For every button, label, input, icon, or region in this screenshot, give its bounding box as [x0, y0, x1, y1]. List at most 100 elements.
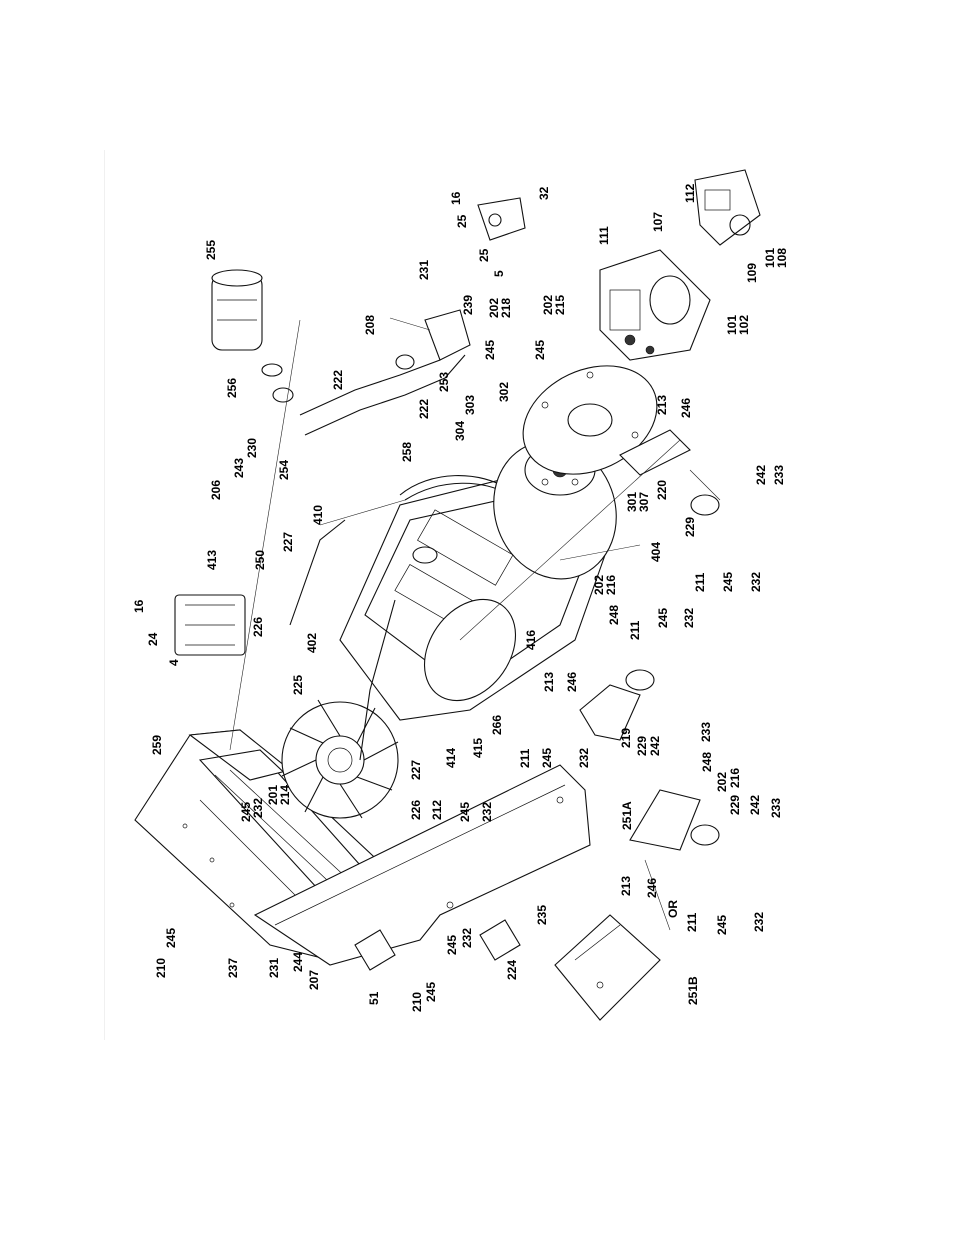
callout-233: 233 [772, 465, 786, 485]
callout-410: 410 [311, 505, 325, 525]
air-cleaner-part [211, 269, 283, 377]
callout-201: 201 [266, 785, 280, 805]
callout-25: 25 [455, 214, 469, 228]
callout-219: 219 [619, 728, 633, 748]
callout-303: 303 [463, 395, 477, 415]
callout-302: 302 [497, 382, 511, 402]
callout-102: 102 [737, 315, 751, 335]
callout-235: 235 [535, 905, 549, 925]
callout-232: 232 [752, 912, 766, 932]
callout-211: 211 [628, 620, 642, 640]
callout-212: 212 [430, 800, 444, 820]
engine-mount-upper-part [579, 669, 655, 741]
callout-5: 5 [492, 270, 506, 277]
callout-248: 248 [607, 605, 621, 625]
callout-222: 222 [331, 370, 345, 390]
hydraulic-pump-part [599, 249, 711, 361]
callout-239: 239 [461, 295, 475, 315]
callout-416: 416 [524, 630, 538, 650]
callout-245: 245 [164, 928, 178, 948]
callout-248: 248 [700, 752, 714, 772]
callout-414: 414 [444, 748, 458, 768]
callout-245: 245 [483, 340, 497, 360]
callout-404: 404 [649, 542, 663, 562]
callout-211: 211 [693, 572, 707, 592]
callout-231: 231 [417, 260, 431, 280]
callout-16: 16 [132, 599, 146, 613]
callout-222: 222 [417, 399, 431, 419]
callout-111: 111 [597, 226, 611, 245]
callout-32: 32 [537, 186, 551, 200]
callout-207: 207 [307, 970, 321, 990]
callout-231: 231 [267, 958, 281, 978]
callout-253: 253 [437, 372, 451, 392]
callout-251a: 251A [620, 801, 634, 830]
callout-255: 255 [204, 240, 218, 260]
callout-232: 232 [749, 572, 763, 592]
callout-232: 232 [251, 798, 265, 818]
callout-216: 216 [728, 768, 742, 788]
engine-mount-right-part [619, 429, 720, 516]
callout-266: 266 [490, 715, 504, 735]
callout-112: 112 [683, 183, 697, 203]
callout-213: 213 [542, 672, 556, 692]
callout-402: 402 [305, 633, 319, 653]
callout-246: 246 [645, 878, 659, 898]
callout-218: 218 [499, 298, 513, 318]
callout-301: 301 [625, 492, 639, 512]
callout-214: 214 [278, 785, 292, 805]
callout-or: OR [666, 900, 680, 918]
callout-208: 208 [363, 315, 377, 335]
callout-210: 210 [154, 958, 168, 978]
mount-plate-251b-part [554, 914, 661, 1021]
callout-242: 242 [754, 465, 768, 485]
callout-245: 245 [424, 982, 438, 1002]
callout-211: 211 [685, 912, 699, 932]
fuel-tube-part [289, 519, 396, 761]
callout-210: 210 [410, 992, 424, 1012]
callout-24: 24 [146, 632, 160, 646]
callout-232: 232 [682, 608, 696, 628]
callout-206: 206 [209, 480, 223, 500]
callout-245: 245 [540, 748, 554, 768]
callout-254: 254 [277, 460, 291, 480]
callout-245: 245 [239, 802, 253, 822]
callout-245: 245 [445, 935, 459, 955]
callout-108: 108 [775, 248, 789, 268]
callout-213: 213 [655, 395, 669, 415]
callout-226: 226 [251, 617, 265, 637]
callout-202: 202 [541, 295, 555, 315]
callout-225: 225 [291, 675, 305, 695]
callout-245: 245 [715, 915, 729, 935]
callout-233: 233 [699, 722, 713, 742]
callout-25: 25 [477, 248, 491, 262]
intake-hose-part [272, 309, 471, 436]
callout-202: 202 [592, 575, 606, 595]
callout-242: 242 [648, 736, 662, 756]
leader-lines [229, 317, 721, 931]
callout-245: 245 [533, 340, 547, 360]
plate-51-part [354, 929, 396, 971]
callout-215: 215 [553, 295, 567, 315]
callout-304: 304 [453, 421, 467, 441]
callout-101: 101 [763, 248, 777, 268]
callout-202: 202 [715, 772, 729, 792]
callout-109: 109 [745, 263, 759, 283]
callout-232: 232 [460, 928, 474, 948]
scan-edge [104, 150, 105, 1040]
callout-237: 237 [226, 958, 240, 978]
callout-232: 232 [480, 802, 494, 822]
callout-labels: 16 25 32 25 5 112 107 111 109 101 108 10… [132, 183, 789, 1012]
callout-258: 258 [400, 442, 414, 462]
callout-245: 245 [721, 572, 735, 592]
callout-246: 246 [679, 398, 693, 418]
callout-246: 246 [565, 672, 579, 692]
callout-220: 220 [655, 480, 669, 500]
callout-230: 230 [245, 438, 259, 458]
callout-307: 307 [637, 492, 651, 512]
callout-4: 4 [167, 659, 181, 666]
callout-51: 51 [367, 991, 381, 1005]
callout-16: 16 [449, 191, 463, 205]
callout-213: 213 [619, 876, 633, 896]
callout-211: 211 [518, 748, 532, 768]
